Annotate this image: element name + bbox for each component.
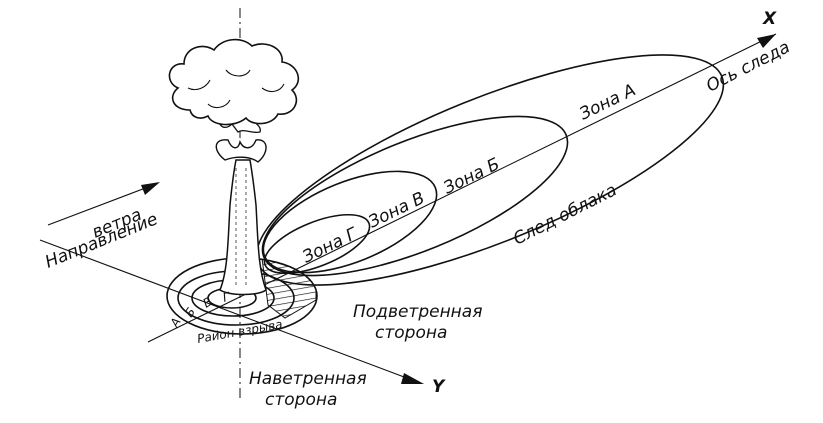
zone-b-boundary <box>261 115 569 277</box>
cloud-trace-label: След облака <box>510 180 620 249</box>
axis-x-label: X <box>762 9 777 29</box>
zone-a-label: Зона А <box>576 80 639 124</box>
ring-v-label: В <box>201 294 215 310</box>
leeward-side-label-line1: Подветренная <box>353 302 482 322</box>
wind-direction-arrow <box>47 182 160 226</box>
zone-b-label: Зона Б <box>440 154 503 198</box>
windward-side-label-line1: Наветренная <box>249 369 367 389</box>
leeward-side-label-line2: сторона <box>375 323 447 343</box>
trace-axis-label: Ось следа <box>703 37 793 96</box>
windward-side-label-line2: сторона <box>265 390 337 410</box>
trace-zones <box>255 54 725 286</box>
axis-y-label: Y <box>432 377 446 397</box>
y-axis <box>39 239 424 384</box>
zone-g-label: Зона Г <box>299 224 361 268</box>
zone-g-boundary <box>263 213 371 275</box>
ring-g-label: Г <box>221 289 232 305</box>
mushroom-cloud-icon <box>168 38 300 296</box>
